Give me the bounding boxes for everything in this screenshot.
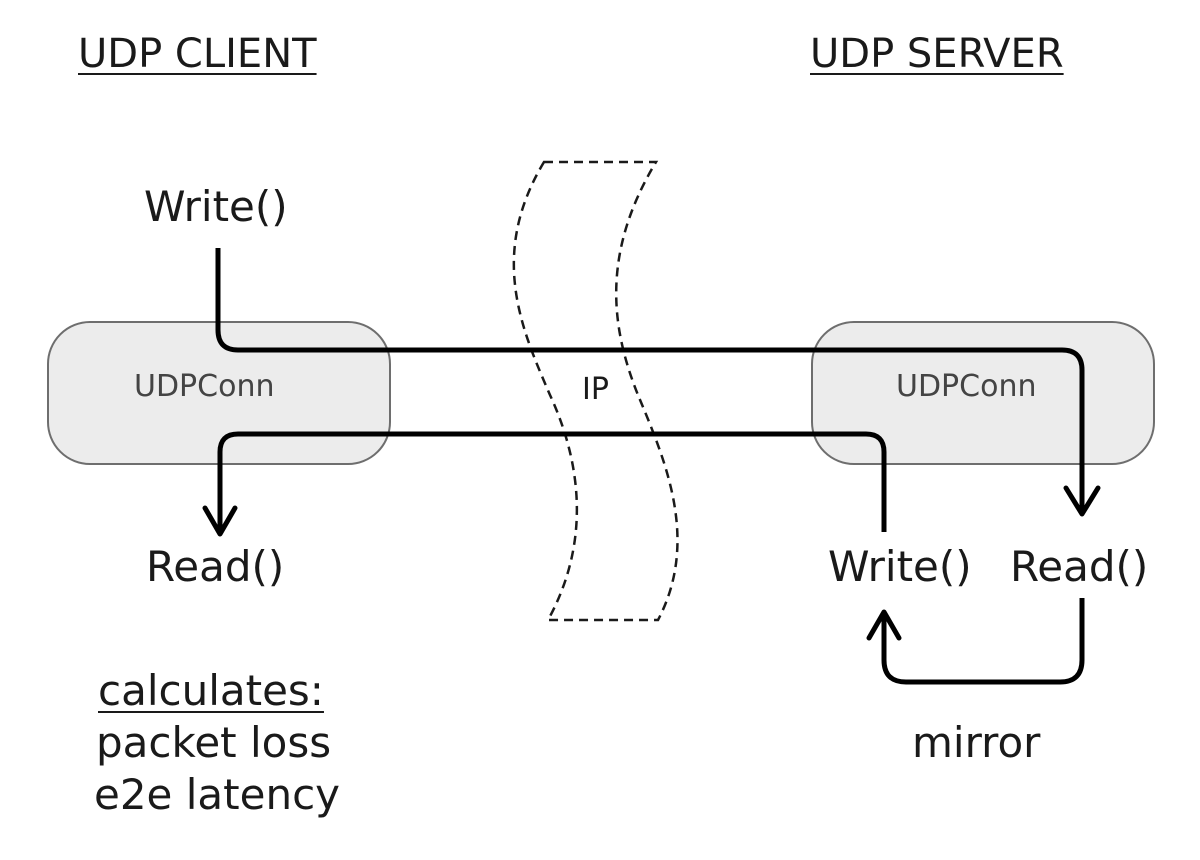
metric-e2e-latency: e2e latency [94,770,341,819]
response-arrowhead [202,505,238,537]
mirror-label: mirror [912,718,1041,767]
server-heading: UDP SERVER [810,31,1064,77]
server-write-label: Write() [828,542,972,591]
client-read-label: Read() [146,542,285,591]
ip-network-shape [512,160,679,622]
response-path [217,431,887,534]
client-heading: UDP CLIENT [78,31,317,77]
client-write-label: Write() [144,182,288,231]
calculates-title: calculates: [98,666,324,715]
mirror-path [881,598,1085,685]
server-read-label: Read() [1010,542,1149,591]
request-path [215,248,1085,512]
client-udpconn-label: UDPConn [134,369,275,404]
server-udpconn-label: UDPConn [896,369,1037,404]
mirror-arrowhead [866,609,902,641]
ip-label: IP [582,372,609,407]
metric-packet-loss: packet loss [96,718,332,767]
server-udpconn-box [811,321,1155,465]
request-arrowhead [1063,485,1101,517]
